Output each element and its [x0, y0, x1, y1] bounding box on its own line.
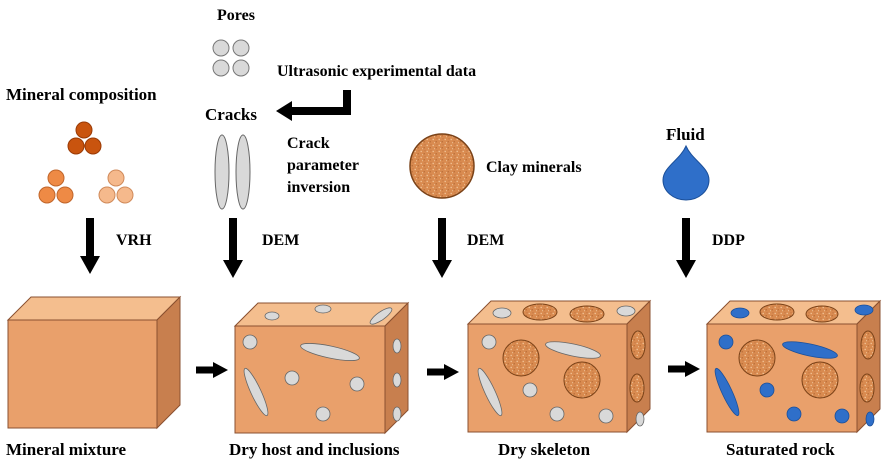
ultrasonic-to-cracks-arrow	[276, 90, 351, 121]
mineral-mixture-label: Mineral mixture	[6, 440, 127, 459]
cracks-label: Cracks	[205, 105, 257, 124]
arrow-block-2-to-3	[427, 364, 459, 380]
cracks-icon	[214, 134, 251, 210]
crack-inversion-label-2: parameter	[287, 157, 359, 174]
ddp-method-label: DDP	[712, 232, 745, 249]
mineral-grains-icon	[38, 121, 134, 204]
pores-icon	[212, 39, 250, 77]
arrow-block-3-to-4	[668, 361, 700, 377]
dem-arrow-2	[432, 218, 452, 278]
dem-method-label-1: DEM	[262, 232, 299, 249]
dry-skeleton-label: Dry skeleton	[498, 440, 591, 459]
vrh-method-label: VRH	[116, 232, 152, 249]
fluid-drop-icon	[662, 144, 710, 201]
dry-skeleton-block	[466, 299, 652, 434]
saturated-rock-block	[705, 299, 882, 434]
ddp-arrow	[676, 218, 696, 278]
mineral-composition-label: Mineral composition	[6, 85, 157, 104]
dry-host-label: Dry host and inclusions	[229, 440, 400, 459]
crack-inversion-label-1: Crack	[287, 135, 330, 152]
clay-minerals-label: Clay minerals	[486, 159, 582, 176]
pores-label: Pores	[217, 7, 255, 24]
crack-inversion-label-3: inversion	[287, 179, 350, 196]
dem-method-label-2: DEM	[467, 232, 504, 249]
ultrasonic-data-label: Ultrasonic experimental data	[277, 63, 476, 80]
saturated-rock-label: Saturated rock	[726, 440, 835, 459]
fluid-label: Fluid	[666, 125, 705, 144]
dem-arrow-1	[223, 218, 243, 278]
dry-host-block	[233, 301, 410, 435]
mineral-mixture-block	[6, 295, 182, 430]
vrh-arrow	[80, 218, 100, 274]
clay-mineral-icon	[409, 133, 475, 199]
arrow-block-1-to-2	[196, 362, 228, 378]
